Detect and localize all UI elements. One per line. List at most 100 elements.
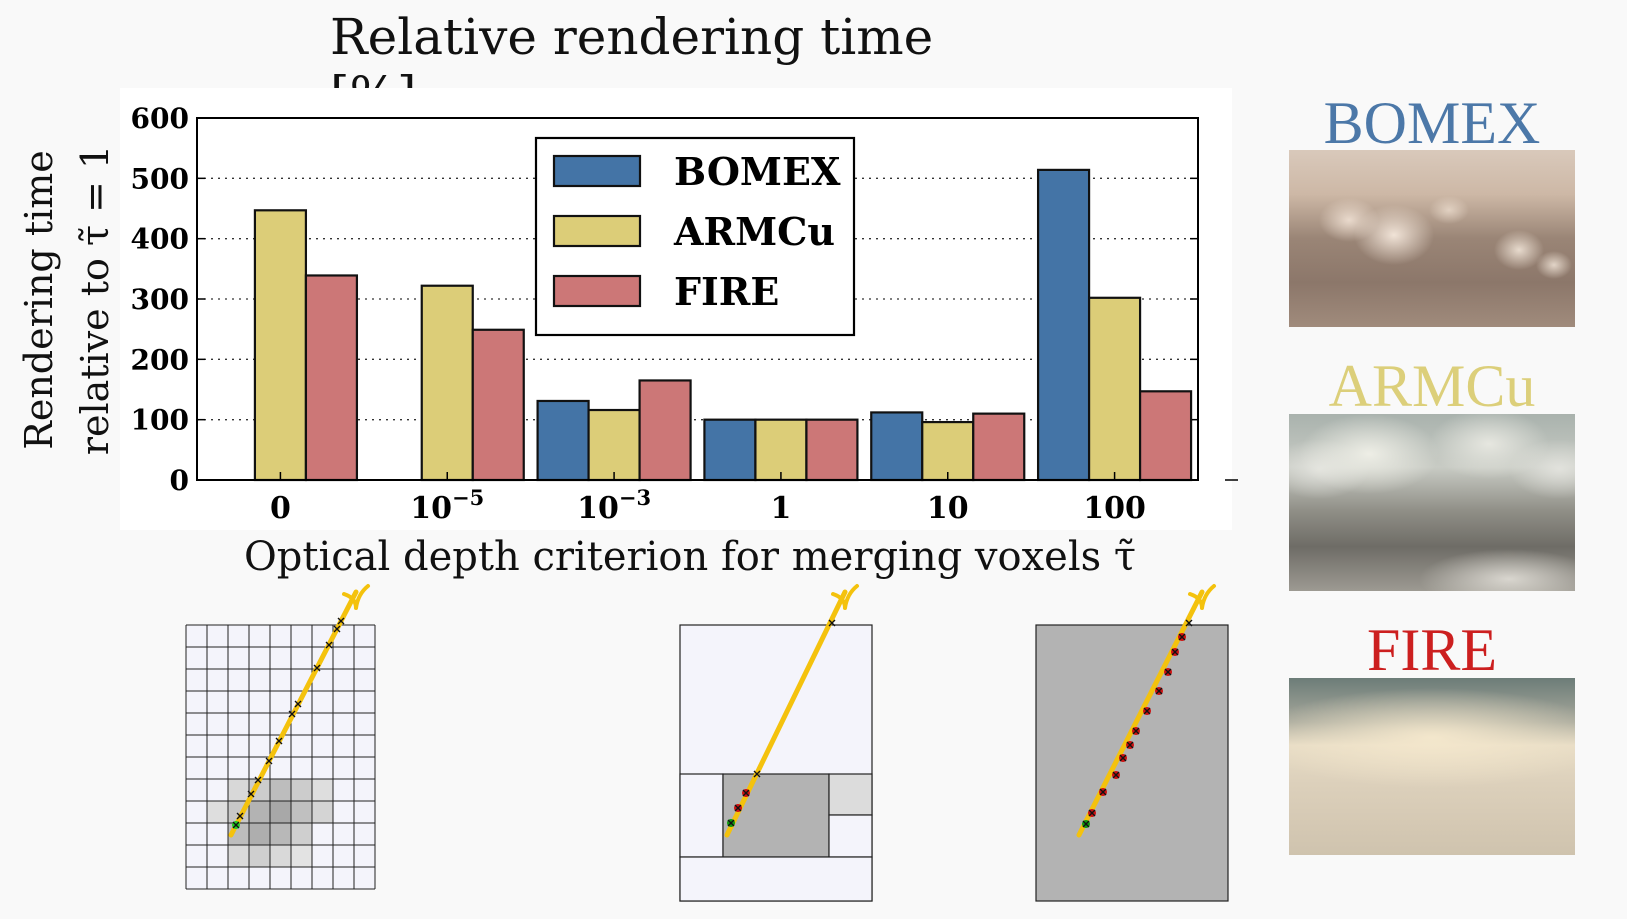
y-tick-label: 600 bbox=[131, 102, 189, 135]
intersection-marker bbox=[1171, 648, 1179, 656]
ray-single-cell bbox=[1076, 589, 1205, 838]
intersection-marker bbox=[325, 641, 333, 649]
y-tick-label: 200 bbox=[131, 343, 189, 376]
intersection-marker bbox=[254, 776, 262, 784]
ray-arrowhead bbox=[1188, 584, 1216, 610]
intersection-marker bbox=[742, 789, 750, 797]
bar-bomex bbox=[703, 418, 757, 482]
voxel-cell bbox=[249, 801, 270, 823]
ray-arrowhead bbox=[831, 584, 859, 610]
intersection-marker bbox=[753, 770, 761, 778]
legend-label-armcu: ARMCu bbox=[673, 209, 835, 254]
y-tick-label: 100 bbox=[131, 404, 189, 437]
intersection-marker bbox=[828, 619, 836, 627]
voxel-cell bbox=[249, 823, 270, 845]
y-tick-label: 400 bbox=[131, 223, 189, 256]
intersection-marker bbox=[337, 617, 345, 625]
bar-fire bbox=[638, 379, 692, 482]
ray-arrowhead bbox=[342, 584, 370, 610]
intersection-marker bbox=[333, 625, 341, 633]
bar-armcu bbox=[253, 209, 308, 482]
bar-fire bbox=[805, 418, 859, 482]
intersection-marker bbox=[275, 737, 283, 745]
intersection-marker bbox=[1185, 619, 1193, 627]
legend-swatch-bomex bbox=[552, 154, 642, 188]
y-axis-label-line2: relative to τ̃ = 1 bbox=[73, 145, 117, 455]
intersection-marker bbox=[1155, 687, 1163, 695]
legend-label-fire: FIRE bbox=[674, 269, 779, 314]
voxel-cell bbox=[291, 823, 312, 845]
voxel-cell bbox=[270, 845, 291, 867]
intersection-marker bbox=[236, 812, 244, 820]
voxel-cell bbox=[291, 779, 312, 801]
voxel-cell bbox=[228, 779, 249, 801]
intersection-marker bbox=[734, 804, 742, 812]
voxel-cell bbox=[291, 801, 312, 823]
x-tick-label: 0 bbox=[270, 491, 291, 526]
x-tick-label: 10−5 bbox=[410, 485, 484, 526]
intersection-marker bbox=[1164, 668, 1172, 676]
voxel-cell bbox=[270, 801, 291, 823]
bar-armcu bbox=[1087, 296, 1142, 482]
intersection-marker bbox=[1132, 727, 1140, 735]
bar-armcu bbox=[921, 420, 975, 482]
intersection-marker bbox=[1112, 771, 1120, 779]
y-tick-label: 500 bbox=[131, 162, 189, 195]
legend-swatch-fire bbox=[552, 274, 642, 308]
intersection-marker bbox=[727, 819, 735, 827]
bar-bomex bbox=[870, 411, 924, 482]
intersection-marker bbox=[1099, 788, 1107, 796]
bomex-render-image bbox=[1289, 150, 1575, 327]
voxel-cell bbox=[270, 779, 291, 801]
scene-title-armcu: ARMCu bbox=[1328, 353, 1536, 419]
intersection-marker bbox=[1088, 809, 1096, 817]
intersection-marker bbox=[1126, 741, 1134, 749]
bar-fire bbox=[972, 412, 1026, 482]
legend-label-bomex: BOMEX bbox=[674, 149, 841, 194]
bar-fire bbox=[471, 328, 525, 482]
bar-bomex bbox=[536, 399, 590, 482]
intersection-marker bbox=[1178, 633, 1186, 641]
scene-title-bomex: BOMEX bbox=[1323, 90, 1541, 156]
voxel-grid-fine bbox=[185, 584, 376, 890]
x-tick-label: 1 bbox=[770, 491, 791, 526]
intersection-marker bbox=[247, 790, 255, 798]
intersection-marker bbox=[1119, 754, 1127, 762]
fire-render-image bbox=[1289, 678, 1575, 855]
voxel-cell bbox=[291, 845, 312, 867]
intersection-marker bbox=[294, 700, 302, 708]
intersection-marker bbox=[232, 821, 240, 829]
y-axis-label-line1: Rendering time bbox=[17, 150, 61, 450]
plot-frame bbox=[196, 117, 1199, 481]
voxel-grid-merged bbox=[679, 584, 873, 902]
voxel-grid-single bbox=[1035, 584, 1229, 902]
merged-cell bbox=[828, 773, 873, 816]
bar-fire bbox=[304, 274, 359, 482]
y-tick-label: 0 bbox=[170, 464, 189, 497]
voxel-diagrams bbox=[185, 584, 1229, 902]
y-tick-label: 300 bbox=[131, 283, 189, 316]
intersection-marker bbox=[288, 710, 296, 718]
voxel-cell bbox=[207, 801, 228, 823]
merged-cell bbox=[828, 814, 873, 858]
voxel-cell bbox=[249, 845, 270, 867]
merged-cell bbox=[679, 856, 873, 902]
bar-armcu bbox=[420, 284, 474, 482]
x-axis-label: Optical depth criterion for merging voxe… bbox=[244, 534, 1136, 580]
bar-armcu bbox=[754, 418, 808, 482]
intersection-marker bbox=[313, 664, 321, 672]
intersection-marker bbox=[265, 757, 273, 765]
bar-armcu bbox=[587, 408, 641, 482]
armcu-render-image bbox=[1289, 414, 1575, 591]
legend-swatch-armcu bbox=[552, 214, 642, 248]
bar-fire bbox=[1138, 390, 1193, 482]
intersection-marker bbox=[1082, 820, 1090, 828]
voxel-cell bbox=[312, 779, 333, 801]
x-tick-label: 10−3 bbox=[577, 485, 651, 526]
voxel-cell bbox=[228, 845, 249, 867]
x-tick-label: 10 bbox=[927, 491, 969, 526]
merged-cell bbox=[679, 773, 724, 858]
single-dense-cell bbox=[1035, 624, 1229, 902]
